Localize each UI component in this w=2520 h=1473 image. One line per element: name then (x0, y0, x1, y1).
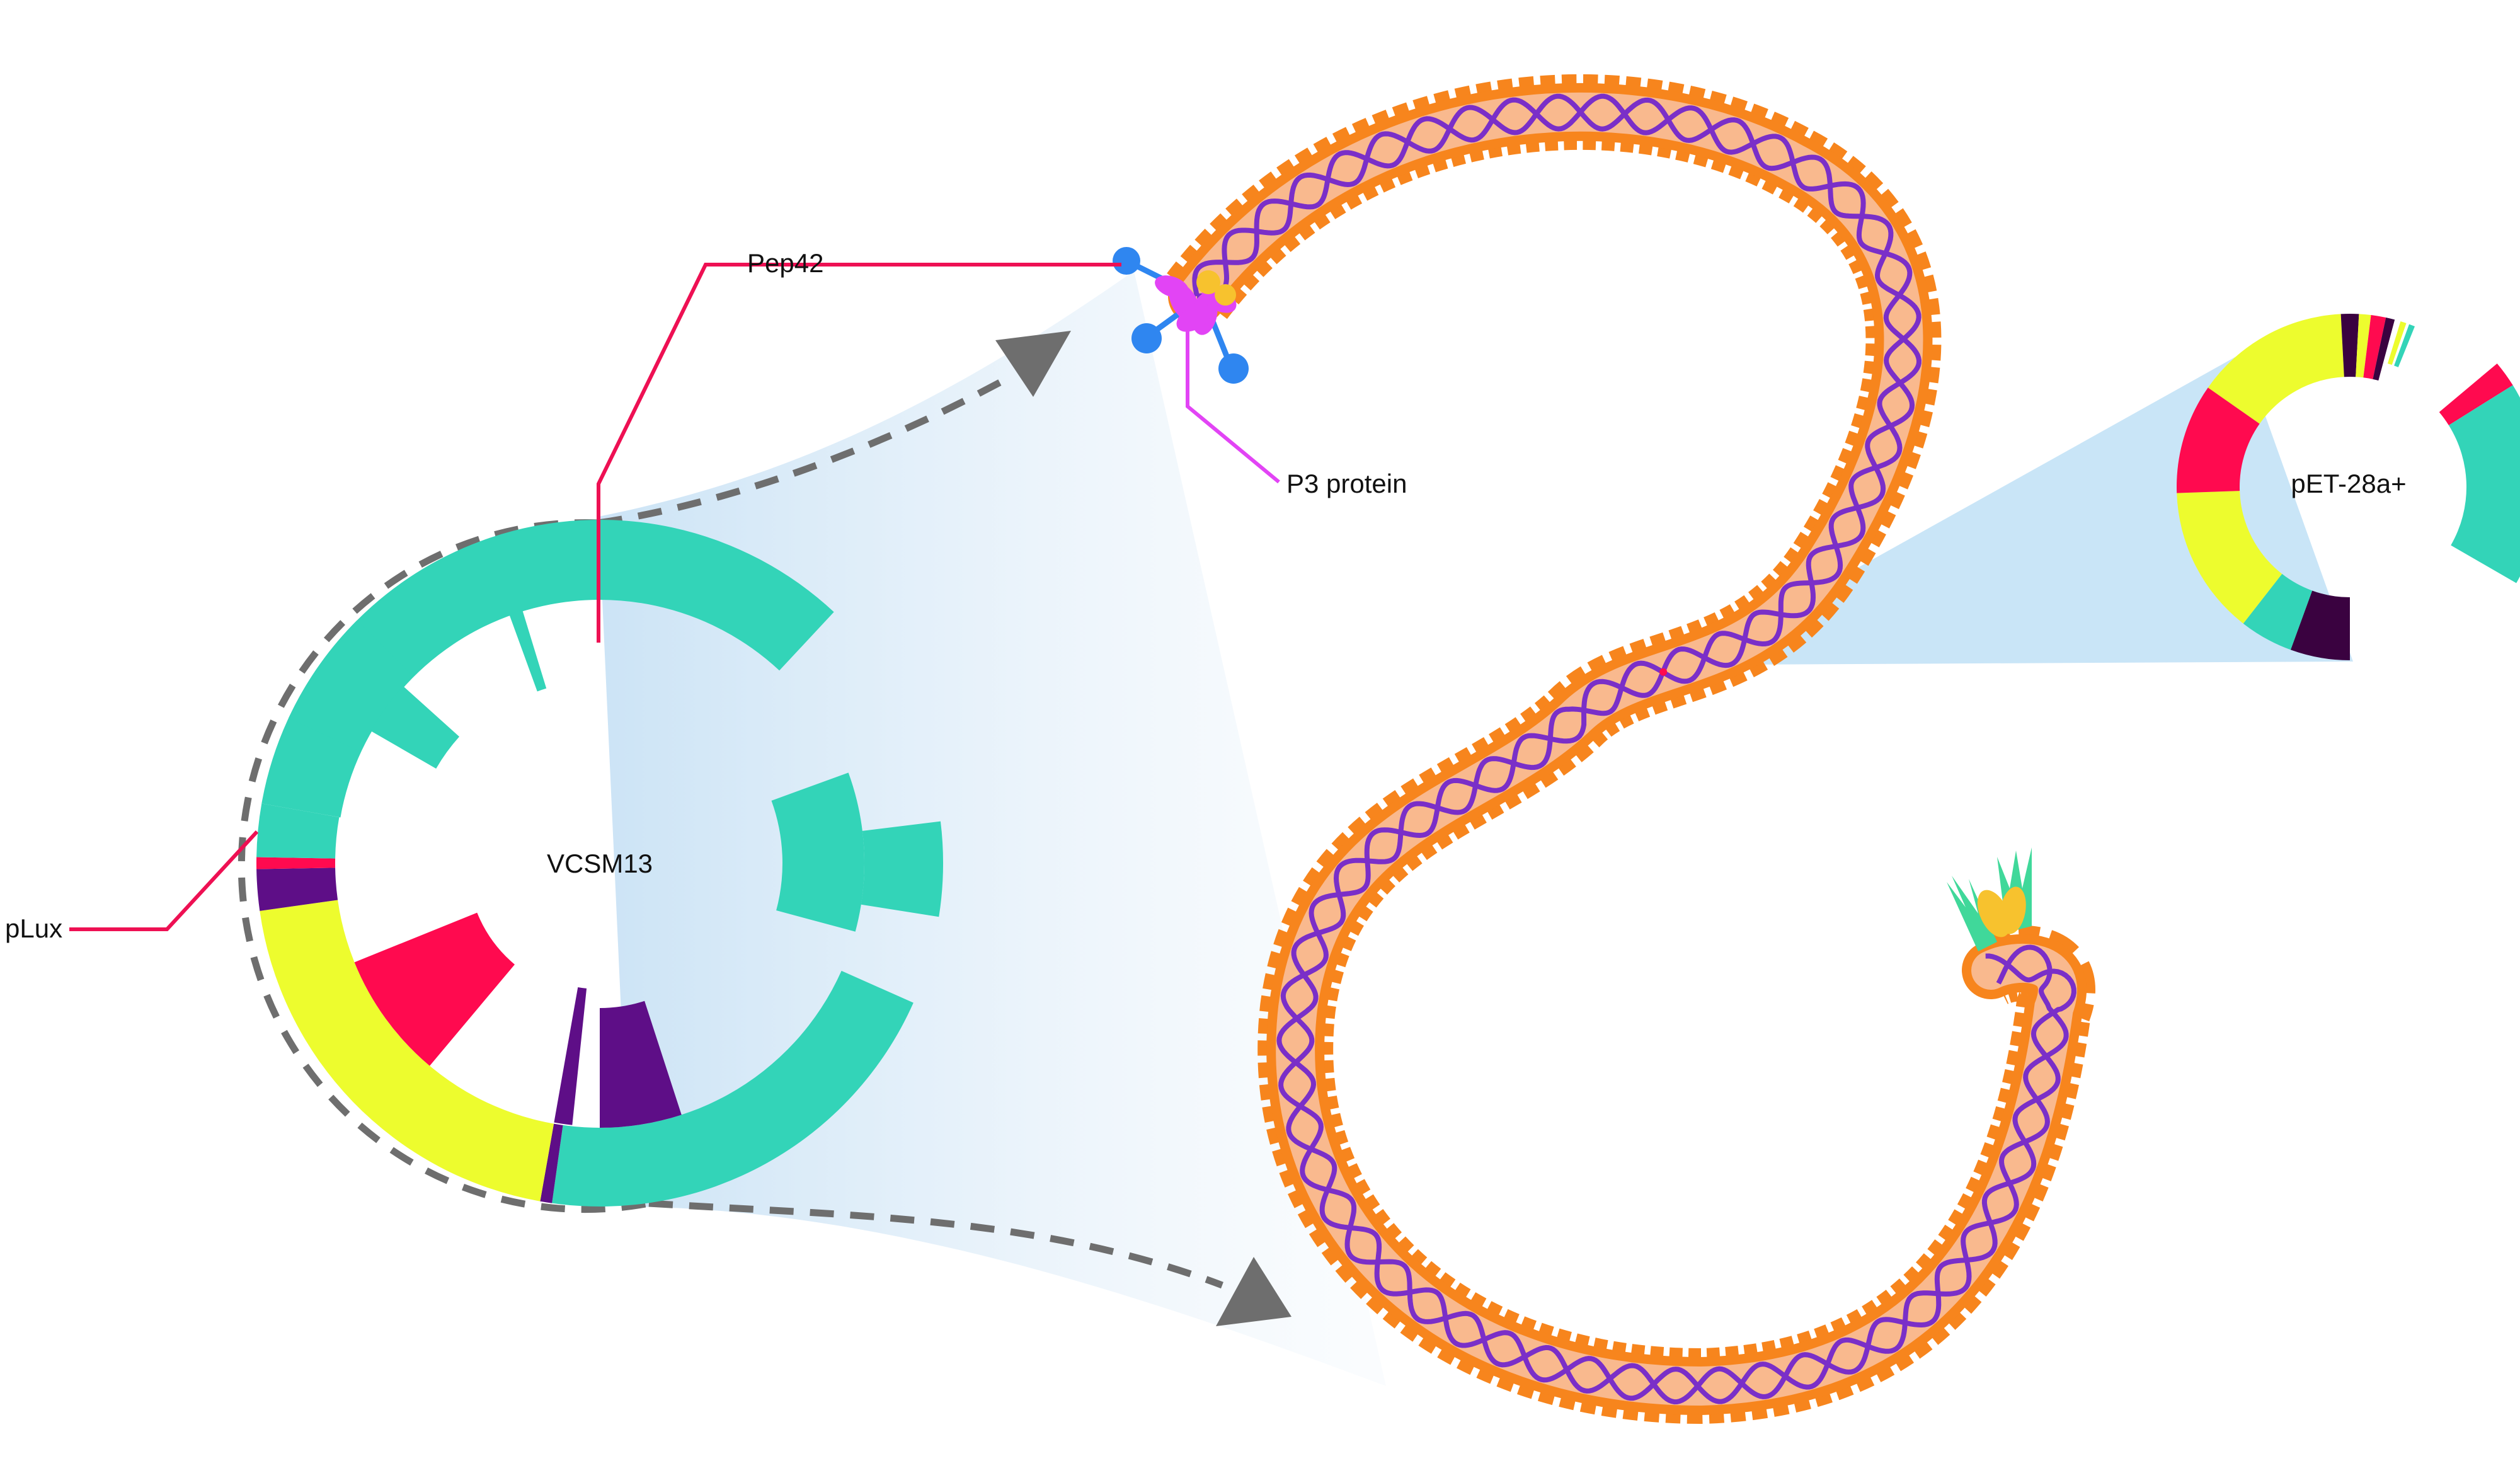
pep42-callout-line (597, 263, 1121, 643)
vcsm13-segment (261, 520, 834, 818)
pet28a-segment (2356, 314, 2371, 378)
pet28a-segment (2373, 318, 2395, 381)
pet28a-segment (2363, 315, 2386, 379)
dashed-arrow-top (598, 375, 1010, 527)
vcsm13-segment (256, 803, 340, 859)
plux-label: pLux (5, 914, 62, 943)
vcsm13-inner-feature (509, 610, 547, 692)
p3-protein-cluster (1113, 247, 1249, 384)
pet28a-segment (2177, 387, 2260, 493)
vcsm13-segment (256, 857, 336, 869)
vcsm13-dashed-outline (238, 519, 650, 1213)
pet28a-segment (2387, 321, 2407, 365)
m13-phage-body (1167, 74, 2095, 1424)
vcsm13-inner-feature (370, 685, 460, 769)
pet28a-segment (2439, 363, 2513, 425)
dashed-arrow-bottom (648, 1200, 1223, 1289)
vcsm13-segment (552, 970, 914, 1207)
vcsm13-label: VCSM13 (547, 849, 653, 878)
pep42-ball (1131, 323, 1162, 353)
phage-tail-proteins (1947, 847, 2032, 951)
pet28a-label: pET-28a+ (2291, 469, 2406, 498)
vcsm13-inner-feature (554, 987, 587, 1125)
vcsm13-plasmid-map (256, 520, 943, 1207)
plux-callout-line (69, 830, 259, 931)
pep42-label: Pep42 (747, 248, 823, 278)
pet28a-segment (2340, 314, 2359, 377)
pet28a-segment (2290, 590, 2350, 660)
vcsm13-segment (861, 821, 943, 917)
pet28a-segment (2177, 491, 2282, 624)
vcsm13-inner-feature (354, 912, 515, 1066)
pet28a-segment (2394, 324, 2415, 367)
vcsm13-segment (256, 868, 338, 911)
dna-strand-b (1192, 93, 2076, 1405)
projection-beam-vcsm13 (598, 271, 1386, 1386)
dna-insert-marker (1659, 668, 1668, 676)
pep42-ball (1218, 353, 1249, 384)
p3-protein-label: P3 protein (1286, 469, 1407, 498)
pet28a-segment (2208, 314, 2344, 424)
arrowhead-bottom (1216, 1257, 1292, 1326)
vcsm13-segment (289, 620, 413, 752)
pet28a-segment (2448, 385, 2520, 583)
pep42-ball (1113, 247, 1140, 275)
p3-callout-line (1186, 324, 1280, 484)
vcsm13-segment (260, 900, 554, 1201)
vcsm13-inner-feature (771, 772, 865, 932)
vcsm13-inner-feature (600, 1000, 682, 1128)
dna-strand-a (1196, 93, 2069, 1404)
vcsm13-segment (339, 812, 341, 818)
vcsm13-segment (540, 1123, 563, 1203)
pet28a-plasmid-map (2177, 314, 2520, 660)
pet28a-segment (2243, 573, 2313, 650)
arrowhead-top (995, 331, 1071, 397)
